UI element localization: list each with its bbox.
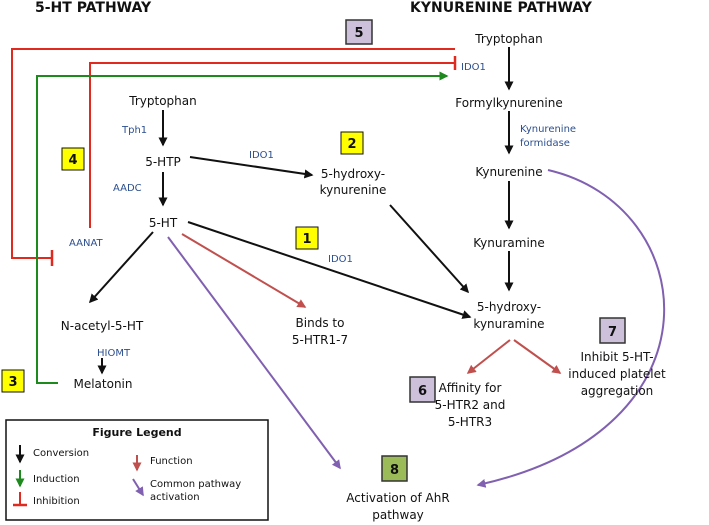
enzyme-ido1-5htp: IDO1 (249, 150, 274, 161)
arrow-5hkyn-affinity (466, 339, 511, 374)
svg-text:6: 6 (418, 384, 427, 399)
node-binds-to-l1: Binds to (296, 316, 345, 330)
arrow-5ht-to-5hkyn (187, 221, 472, 319)
arrow-5htp-to-5hk (189, 156, 314, 179)
badge-3: 3 (1, 369, 25, 393)
figure-legend: Figure Legend Conversion Induction Inhib… (5, 419, 269, 521)
svg-text:5: 5 (354, 26, 363, 41)
legend-common-label-l2: activation (150, 492, 200, 503)
node-tryptophan-left: Tryptophan (128, 94, 196, 108)
enzyme-aadc: AADC (113, 183, 142, 194)
badge-1: 1 (295, 226, 319, 250)
arrow-5hkyn-inhibit (513, 339, 562, 374)
svg-text:7: 7 (608, 325, 617, 340)
induction-line-melatonin-to-ido1 (36, 71, 449, 384)
arrow-5ht-to-nacetyl (88, 231, 154, 304)
svg-text:2: 2 (347, 137, 356, 152)
inhibition-line-aanat-to-ido1 (89, 56, 457, 228)
badge-7: 7 (599, 317, 626, 344)
badge-5: 5 (345, 19, 373, 45)
node-ahr-activation-l1: Activation of AhR (346, 491, 449, 505)
badge-8: 8 (381, 455, 408, 482)
enzyme-kynurenine-formidase-l1: Kynurenine (520, 124, 576, 135)
node-5-hydroxykynuramine-l1: 5-hydroxy- (477, 300, 541, 314)
enzyme-ido1-tryptophan: IDO1 (461, 62, 486, 73)
node-n-acetyl-5ht: N-acetyl-5-HT (61, 319, 144, 333)
svg-text:8: 8 (390, 463, 399, 478)
arrow-5ht-binds-receptors (181, 233, 307, 308)
node-melatonin: Melatonin (73, 377, 132, 391)
node-5-hydroxykynurenine-l2: kynurenine (320, 183, 387, 197)
enzyme-kynurenine-formidase-l2: formidase (520, 138, 570, 149)
node-inhibit-l3: aggregation (581, 384, 654, 398)
svg-text:3: 3 (8, 375, 17, 390)
header-kynurenine-pathway: KYNURENINE PATHWAY (410, 0, 593, 16)
node-affinity-l2: 5-HTR2 and (435, 398, 506, 412)
node-tryptophan-right: Tryptophan (474, 32, 542, 46)
node-5ht: 5-HT (149, 216, 178, 230)
header-5ht-pathway: 5-HT PATHWAY (35, 0, 152, 16)
node-inhibit-l1: Inhibit 5-HT- (580, 350, 653, 364)
enzyme-tph1: Tph1 (121, 125, 147, 136)
arrow-kynurenine-to-ahr (476, 169, 666, 488)
node-kynuramine: Kynuramine (473, 236, 545, 250)
enzyme-ido1-5ht: IDO1 (328, 254, 353, 265)
node-affinity-l1: Affinity for (439, 381, 502, 395)
legend-conversion-label: Conversion (33, 448, 89, 459)
legend-induction-label: Induction (33, 474, 80, 485)
node-ahr-activation-l2: pathway (372, 508, 424, 522)
enzyme-hiomt: HIOMT (97, 348, 131, 359)
svg-text:4: 4 (68, 153, 77, 168)
node-5-hydroxykynurenine-l1: 5-hydroxy- (321, 167, 385, 181)
badge-4: 4 (61, 147, 85, 171)
inhibition-line-outer (11, 48, 455, 266)
svg-text:1: 1 (302, 232, 311, 247)
node-formylkynurenine: Formylkynurenine (455, 96, 562, 110)
legend-common-label-l1: Common pathway (150, 479, 241, 490)
node-kynurenine: Kynurenine (475, 165, 542, 179)
legend-common-arrow (132, 478, 144, 497)
arrow-5hk-to-5hkyn (389, 204, 470, 294)
enzyme-aanat: AANAT (69, 238, 104, 249)
node-5-hydroxykynuramine-l2: kynuramine (473, 317, 544, 331)
badge-6: 6 (409, 376, 436, 403)
legend-inhibition-label: Inhibition (33, 496, 80, 507)
node-binds-to-l2: 5-HTR1-7 (292, 333, 348, 347)
node-affinity-l3: 5-HTR3 (448, 415, 492, 429)
node-5htp: 5-HTP (145, 155, 181, 169)
legend-function-label: Function (150, 456, 193, 467)
legend-title: Figure Legend (92, 426, 181, 439)
node-inhibit-l2: induced platelet (568, 367, 666, 381)
arrow-5ht-to-ahr (167, 236, 341, 470)
badge-2: 2 (340, 131, 364, 155)
